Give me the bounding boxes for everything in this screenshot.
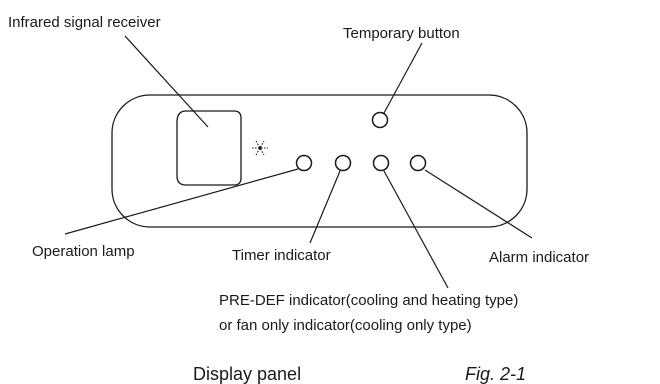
leader-infrared bbox=[124, 35, 209, 128]
caption-figure: Fig. 2-1 bbox=[465, 364, 526, 384]
caption-title: Display panel bbox=[193, 364, 301, 384]
leader-operation bbox=[64, 168, 299, 235]
infrared-receiver-window bbox=[176, 110, 242, 186]
leader-alarm bbox=[424, 169, 533, 239]
snowflake-icon bbox=[252, 140, 268, 156]
temporary-button[interactable] bbox=[371, 111, 389, 129]
timer-indicator bbox=[334, 154, 352, 172]
label-predef-line1: PRE-DEF indicator(cooling and heating ty… bbox=[219, 292, 518, 309]
predef-indicator bbox=[372, 154, 390, 172]
label-predef-line2: or fan only indicator(cooling only type) bbox=[219, 317, 472, 334]
label-operation-lamp: Operation lamp bbox=[32, 243, 135, 260]
alarm-indicator bbox=[409, 154, 427, 172]
label-alarm-indicator: Alarm indicator bbox=[489, 249, 589, 266]
leader-timer bbox=[309, 170, 341, 244]
leader-predef bbox=[383, 170, 449, 289]
display-panel-outline bbox=[111, 94, 528, 228]
operation-lamp bbox=[295, 154, 313, 172]
label-infrared-signal-receiver: Infrared signal receiver bbox=[8, 14, 161, 31]
label-timer-indicator: Timer indicator bbox=[232, 247, 331, 264]
leader-temporary bbox=[383, 42, 423, 114]
label-temporary-button: Temporary button bbox=[343, 25, 460, 42]
